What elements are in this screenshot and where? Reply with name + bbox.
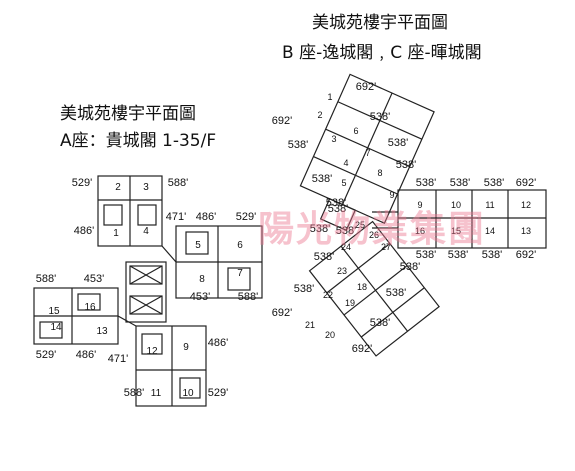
c-area-538-bottom-2: 538' [448,249,468,261]
a-area-471-top: 471' [166,211,186,223]
b-unit-27: 27 [381,242,391,252]
b-unit-23: 23 [337,266,347,276]
a-unit-7: 7 [237,268,243,279]
b-area-692-bottom-left: 692' [272,307,292,319]
a-unit-15: 15 [48,306,60,317]
b-unit-8: 8 [377,168,382,178]
c-unit-14: 14 [485,226,495,236]
watermark: 陽光物業集團 [258,208,487,250]
b-area-538-4: 538' [312,173,332,185]
a-area-529-left: 529' [36,349,56,361]
a-area-486-lower: 486' [76,349,96,361]
b-unit-19: 19 [345,298,355,308]
b-area-538-14: 538' [310,223,330,235]
b-unit-2: 4 [343,158,348,168]
b-unit-18: 18 [357,282,367,292]
b-unit-4b: 2 [317,110,322,120]
a-area-588-right: 588' [238,291,258,303]
title-block-bc-line1: 美城苑樓宇平面圖 [312,13,448,33]
b-area-538-12: 538' [370,317,390,329]
c-unit-13: 13 [521,226,531,236]
a-unit-1: 1 [113,228,119,239]
b-area-538-6: 538' [326,197,346,209]
a-unit-16: 16 [84,302,96,313]
b-unit-21: 21 [305,320,315,330]
c-unit-9: 9 [417,200,422,210]
a-area-486-top: 486' [196,211,216,223]
b-area-538-7: 538' [336,225,356,237]
a-area-486-bottom: 486' [208,337,228,349]
a-area-471-bottom: 471' [108,353,128,365]
title-block-a-line1: 美城苑樓宇平面圖 [60,104,196,124]
a-unit-2: 2 [115,182,121,193]
a-area-529-top: 529' [72,177,92,189]
a-unit-9: 9 [183,342,189,353]
b-area-538-1: 538' [370,111,390,123]
a-unit-14: 14 [50,322,62,333]
c-unit-10: 10 [451,200,461,210]
b-unit-4: 1 [327,92,332,102]
a-area-486-left: 486' [74,225,94,237]
title-block-a-line2: A座：貴城閣 1-35/F [60,131,217,151]
b-unit-22: 22 [323,290,333,300]
b-area-692-bottom: 692' [352,343,372,355]
c-area-692-bottom: 692' [516,249,536,261]
b-area-538-11: 538' [386,287,406,299]
a-area-529-right: 529' [236,211,256,223]
c-unit-15: 15 [451,226,461,236]
b-area-538-3: 538' [388,137,408,149]
a-area-588-bottom: 588' [124,387,144,399]
b-area-538-5: 538' [396,159,416,171]
c-unit-11: 11 [485,200,494,210]
b-unit-1: 5 [341,178,346,188]
b-area-692-left: 692' [272,115,292,127]
b-area-692-top: 692' [356,81,376,93]
c-unit-12: 12 [521,200,531,210]
b-area-538-13: 538' [328,203,348,215]
a-unit-8: 8 [199,274,205,285]
a-unit-3: 3 [143,182,149,193]
a-unit-13: 13 [96,326,108,337]
b-unit-26: 26 [369,230,379,240]
c-area-538-bottom-3: 538' [482,249,502,261]
c-area-538-bottom-1: 538' [416,249,436,261]
a-unit-12: 12 [146,346,158,357]
b-unit-24: 24 [341,242,351,252]
b-unit-9: 9 [389,190,394,200]
a-unit-6: 6 [237,240,243,251]
c-area-692-top: 692' [516,177,536,189]
b-area-538-8: 538' [314,251,334,263]
b-unit-6: 6 [353,126,358,136]
title-block-bc-line2: B 座-逸城閣﹐C 座-暉城閣 [282,43,482,63]
a-area-588-top: 588' [168,177,188,189]
a-unit-10: 10 [182,388,194,399]
b-unit-20: 20 [325,330,335,340]
b-area-538-9: 538' [400,261,420,273]
b-area-538-2: 538' [288,139,308,151]
a-area-529-bottom: 529' [208,387,228,399]
a-unit-5: 5 [195,240,201,251]
a-area-453-right: 453' [190,291,210,303]
a-area-588-left: 588' [36,273,56,285]
b-area-538-10: 538' [294,283,314,295]
a-unit-11: 11 [151,388,162,399]
b-unit-25: 25 [355,220,365,230]
c-unit-16: 16 [415,226,425,236]
b-unit-3: 3 [331,134,336,144]
b-unit-7: 7 [365,148,370,158]
a-area-453-left: 453' [84,273,104,285]
c-area-538-top-1: 538' [416,177,436,189]
c-area-538-top-3: 538' [484,177,504,189]
a-unit-4: 4 [143,226,149,237]
c-area-538-top-2: 538' [450,177,470,189]
